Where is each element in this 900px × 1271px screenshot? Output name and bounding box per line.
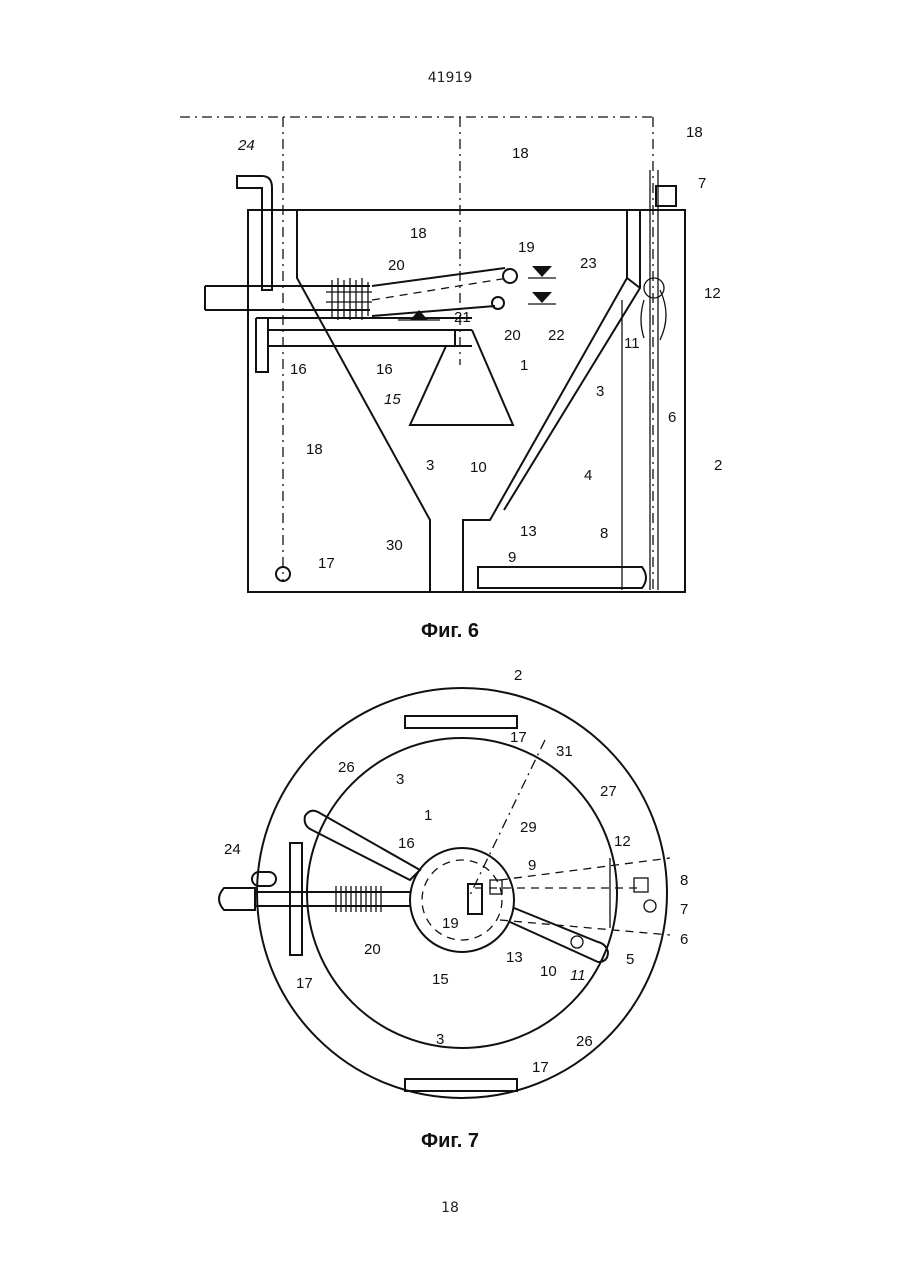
nozzle-arms — [372, 268, 505, 316]
coil-20 — [326, 278, 372, 320]
label-3a: 3 — [596, 383, 604, 400]
label-9: 9 — [508, 549, 516, 566]
label-16b: 16 — [376, 361, 393, 378]
label-18d: 18 — [306, 441, 323, 458]
nozzle-20 — [492, 297, 504, 309]
label7-9: 9 — [528, 857, 536, 874]
label7-1: 1 — [424, 807, 432, 824]
label-8: 8 — [600, 525, 608, 542]
label-2: 2 — [714, 457, 722, 474]
figure-7 — [219, 688, 670, 1098]
figure-6-caption: Фиг. 6 — [0, 620, 900, 643]
label7-16: 16 — [398, 835, 415, 852]
label-20a: 20 — [388, 257, 405, 274]
label-17: 17 — [318, 555, 335, 572]
label7-13: 13 — [506, 949, 523, 966]
feed-pipe — [205, 286, 370, 310]
element-9 — [490, 880, 502, 894]
label7-17b: 17 — [296, 975, 313, 992]
element-11 — [571, 936, 583, 948]
label-18c: 18 — [410, 225, 427, 242]
label-18a: 18 — [512, 145, 529, 162]
pipe-24 — [237, 176, 272, 290]
feed-pipe-7 — [255, 892, 410, 906]
level-23-marker — [532, 266, 552, 277]
element-7 — [656, 186, 676, 206]
label7-26a: 26 — [338, 759, 355, 776]
figure-7-caption: Фиг. 7 — [0, 1130, 900, 1153]
label-7: 7 — [698, 175, 706, 192]
label7-12: 12 — [614, 833, 631, 850]
label7-3a: 3 — [396, 771, 404, 788]
label7-17a: 17 — [510, 729, 527, 746]
label7-10: 10 — [540, 963, 557, 980]
label-16a: 16 — [290, 361, 307, 378]
label7-26b: 26 — [576, 1033, 593, 1050]
label7-15: 15 — [432, 971, 449, 988]
label7-29: 29 — [520, 819, 537, 836]
bar-17-left — [290, 843, 302, 955]
label7-3b: 3 — [436, 1031, 444, 1048]
outer-tank-2 — [248, 210, 685, 592]
label-3b: 3 — [426, 457, 434, 474]
label-30: 30 — [386, 537, 403, 554]
center-cone-15 — [410, 848, 514, 952]
arm-10 — [510, 908, 608, 962]
label7-6: 6 — [680, 931, 688, 948]
label-18b: 18 — [686, 124, 703, 141]
label7-2: 2 — [514, 667, 522, 684]
hopper-wall-left — [297, 210, 430, 592]
element-12-circle — [644, 278, 664, 298]
bar-17-bottom — [405, 1079, 517, 1091]
label-23: 23 — [580, 255, 597, 272]
label7-5: 5 — [626, 951, 634, 968]
label-24: 24 — [237, 137, 255, 154]
coil-20-top — [336, 886, 381, 912]
collector-9 — [478, 567, 646, 588]
label-1: 1 — [520, 357, 528, 374]
label7-8: 8 — [680, 872, 688, 889]
label7-24: 24 — [224, 841, 241, 858]
center-13-dashed — [422, 860, 502, 940]
label-13: 13 — [520, 523, 537, 540]
label7-11: 11 — [570, 967, 586, 984]
nozzle-19 — [503, 269, 517, 283]
label-11: 11 — [624, 335, 640, 352]
element-7 — [644, 900, 656, 912]
label7-31: 31 — [556, 743, 573, 760]
label7-17c: 17 — [532, 1059, 549, 1076]
pipe-24-end — [219, 888, 255, 910]
label7-20: 20 — [364, 941, 381, 958]
page-number: 18 — [0, 1200, 900, 1216]
cone-15 — [410, 330, 513, 425]
spray-line-19 — [372, 278, 508, 300]
label7-19: 19 — [442, 915, 459, 932]
label-4: 4 — [584, 467, 592, 484]
label7-27: 27 — [600, 783, 617, 800]
hopper-wall-joint — [627, 278, 640, 288]
label-6: 6 — [668, 409, 676, 426]
label-10: 10 — [470, 459, 487, 476]
label-21: 21 — [454, 309, 471, 326]
label-12: 12 — [704, 285, 721, 302]
label-15: 15 — [384, 391, 401, 408]
label-20b: 20 — [504, 327, 521, 344]
pipe-16-down — [256, 318, 268, 372]
bar-17-top — [405, 716, 517, 728]
level-22-marker — [532, 292, 552, 303]
element-24-top — [252, 872, 276, 886]
label-19: 19 — [518, 239, 535, 256]
figure-6 — [180, 117, 685, 592]
element-8 — [634, 878, 648, 892]
label7-7: 7 — [680, 901, 688, 918]
label-22: 22 — [548, 327, 565, 344]
pipe-6 — [650, 170, 658, 590]
